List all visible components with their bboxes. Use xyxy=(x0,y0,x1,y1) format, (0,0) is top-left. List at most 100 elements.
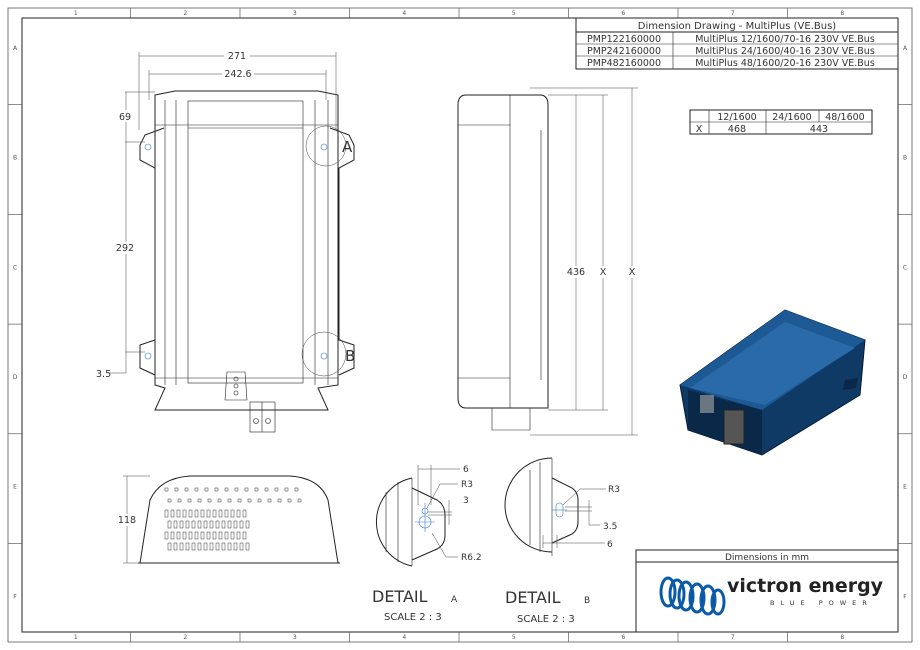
vent-slot xyxy=(277,498,282,503)
vent-slot xyxy=(194,531,199,540)
vent-slot xyxy=(206,509,211,518)
vent-slot xyxy=(224,487,229,492)
grid-row-label: C xyxy=(903,264,907,271)
vent-slot xyxy=(227,520,232,529)
grid-column-label: 2 xyxy=(183,634,187,641)
grid-row-label: C xyxy=(13,264,17,271)
dim-label: 3 xyxy=(463,496,469,506)
grid-column-label: 7 xyxy=(731,10,735,17)
vent-slot xyxy=(212,509,217,518)
vent-slot xyxy=(184,487,189,492)
vent-slot xyxy=(204,487,209,492)
vent-slot xyxy=(274,487,279,492)
vent-slot xyxy=(234,487,239,492)
vent-slot xyxy=(194,509,199,518)
detail-b: R3 3.5 6 DETAIL B SCALE 2 : 3 xyxy=(504,457,620,625)
detail-letter: A xyxy=(451,595,458,605)
vent-slot xyxy=(185,520,190,529)
vent-slot xyxy=(197,498,202,503)
dim-depth: 118 xyxy=(118,515,136,526)
vent-slot xyxy=(185,542,190,551)
vent-slot xyxy=(218,531,223,540)
grid-column-label: 4 xyxy=(402,10,406,17)
product-name: MultiPlus 12/1600/70-16 230V VE.Bus xyxy=(695,34,875,45)
grid-column-label: 2 xyxy=(183,10,187,17)
dim-label: 6 xyxy=(463,465,469,475)
dim-label: R6.2 xyxy=(461,553,482,563)
dim-width-inner: 242.6 xyxy=(224,69,251,80)
vent-slot xyxy=(267,498,272,503)
vent-slot xyxy=(194,487,199,492)
vent-slot xyxy=(215,542,220,551)
vent-slot xyxy=(164,509,169,518)
detail-letter: B xyxy=(584,596,590,606)
dim-bottom-offset: 3.5 xyxy=(96,369,111,380)
table-header: 24/1600 xyxy=(772,112,811,123)
vent-slot xyxy=(264,487,269,492)
dim-height: 436 xyxy=(567,267,585,278)
vent-slot xyxy=(167,542,172,551)
vent-slot xyxy=(257,498,262,503)
grid-column-label: 6 xyxy=(621,634,625,641)
grid-column-label: 8 xyxy=(840,10,844,17)
vent-slot xyxy=(233,520,238,529)
vent-slot xyxy=(242,531,247,540)
side-view: 436 X X xyxy=(457,87,639,436)
grid-row-label: A xyxy=(903,45,908,52)
grid-column-label: 4 xyxy=(402,634,406,641)
vent-slot xyxy=(164,531,169,540)
vent-slot xyxy=(218,509,223,518)
dim-label: R3 xyxy=(461,480,473,490)
product-code: PMP122160000 xyxy=(587,34,661,45)
table-header: 12/1600 xyxy=(717,112,756,123)
vent-slot xyxy=(287,498,292,503)
vent-slot xyxy=(224,531,229,540)
units-note: Dimensions in mm xyxy=(725,553,809,563)
grid-row-label: D xyxy=(903,374,908,381)
vent-slot xyxy=(167,520,172,529)
grid-row-label: F xyxy=(903,593,907,600)
grid-column-label: 3 xyxy=(293,634,297,641)
product-code: PMP482160000 xyxy=(587,58,661,69)
vent-slot xyxy=(173,542,178,551)
vent-slot xyxy=(227,498,232,503)
product-name: MultiPlus 24/1600/40-16 230V VE.Bus xyxy=(695,46,875,57)
vent-slot xyxy=(233,542,238,551)
grid-row-label: B xyxy=(13,155,17,162)
detail-b-callout-circle xyxy=(301,331,347,377)
vent-slot xyxy=(294,487,299,492)
vent-slot xyxy=(297,498,302,503)
grid-column-label: 6 xyxy=(621,10,625,17)
table-row-label: X xyxy=(696,124,703,135)
x-dimension-table: 12/1600 24/1600 48/1600 X 468 443 xyxy=(689,109,873,135)
dim-label: R3 xyxy=(608,485,620,495)
product-name: MultiPlus 48/1600/20-16 230V VE.Bus xyxy=(695,58,875,69)
vent-slot xyxy=(203,520,208,529)
grid-row-label: B xyxy=(903,155,907,162)
vent-slot xyxy=(214,487,219,492)
drawing-title: Dimension Drawing - MultiPlus (VE.Bus) xyxy=(638,21,837,32)
vent-slot xyxy=(200,509,205,518)
vent-slot xyxy=(247,498,252,503)
vent-slot xyxy=(230,531,235,540)
vent-slot xyxy=(188,509,193,518)
brand-tagline: BLUE POWER xyxy=(770,599,873,607)
vent-slot xyxy=(217,498,222,503)
grid-row-label: D xyxy=(13,374,18,381)
grid-column-label: 5 xyxy=(512,634,516,641)
detail-a-callout-circle xyxy=(305,125,347,167)
vent-slot xyxy=(230,509,235,518)
vent-slot xyxy=(215,520,220,529)
vent-slot xyxy=(284,487,289,492)
vent-slot xyxy=(164,487,169,492)
bottom-view: 118 xyxy=(115,475,340,564)
grid-row-label: E xyxy=(903,484,907,491)
vent-slot xyxy=(242,509,247,518)
vent-slot xyxy=(254,487,259,492)
vent-slot xyxy=(182,531,187,540)
inner-border xyxy=(21,17,899,633)
vent-slot xyxy=(203,542,208,551)
vent-slot xyxy=(170,509,175,518)
isometric-product-view xyxy=(679,309,866,456)
